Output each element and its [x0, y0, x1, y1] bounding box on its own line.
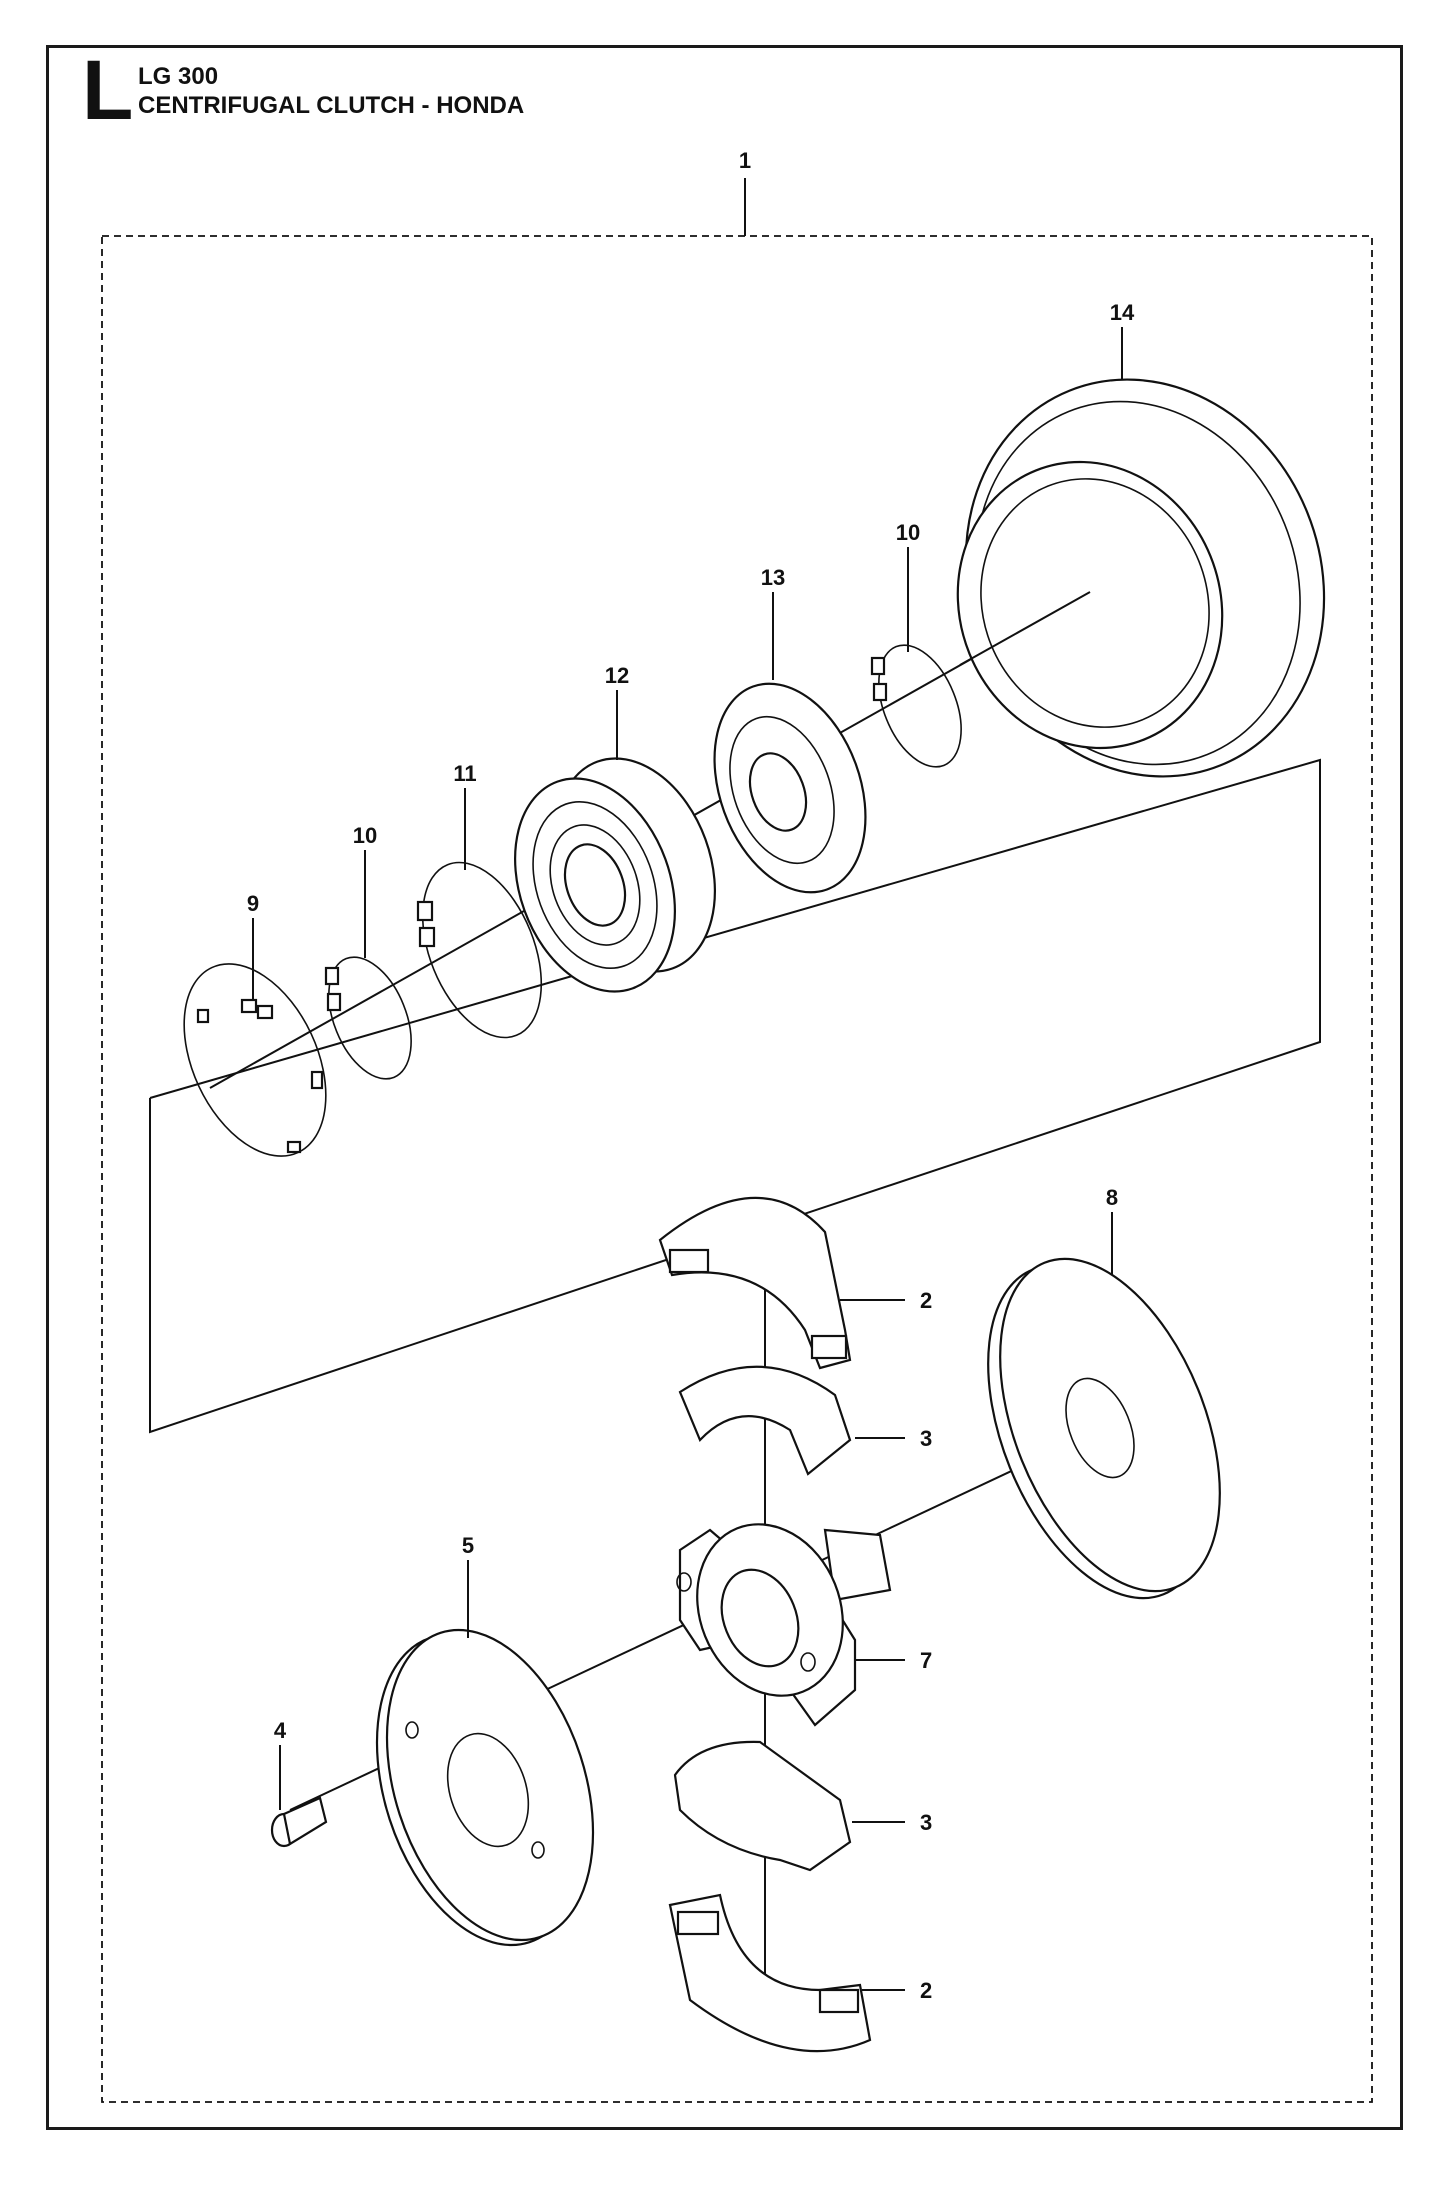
callout-14: 14: [1110, 300, 1135, 325]
flat-washer: [987, 1257, 1221, 1600]
group-bracket: [149, 758, 1321, 1434]
model-name: LG 300: [138, 63, 219, 90]
shoe-block-top: [678, 1365, 852, 1476]
clutch-hub: [676, 1523, 892, 1727]
section-letter: L: [82, 43, 134, 137]
callout-11: 11: [453, 761, 476, 786]
callout-12: 12: [605, 663, 629, 688]
clutch-shoe-top: [658, 1196, 852, 1370]
callout-7: 7: [920, 1648, 932, 1673]
callout-3-top: 3: [920, 1426, 932, 1451]
callout-5: 5: [462, 1533, 474, 1558]
assembly-boundary: [101, 235, 1373, 2103]
lock-washer: [183, 963, 327, 1157]
callout-10-right: 10: [896, 520, 920, 545]
diagram-title: CENTRIFUGAL CLUTCH - HONDA: [138, 92, 525, 119]
shoe-block-bottom: [673, 1740, 852, 1872]
callout-2-top: 2: [920, 1288, 932, 1313]
clutch-drum: [956, 378, 1326, 778]
screw: [270, 1796, 328, 1848]
callout-1: 1: [739, 148, 751, 173]
page-frame: [46, 45, 1403, 2130]
circlip-left: [324, 956, 412, 1080]
callout-2-bottom: 2: [920, 1978, 932, 2003]
clutch-plate: [375, 1628, 595, 1947]
circlip-right: [870, 644, 962, 768]
circlip-large: [416, 861, 543, 1039]
spacer-disc: [713, 682, 867, 894]
callout-4: 4: [274, 1718, 287, 1743]
callout-13: 13: [761, 565, 785, 590]
callout-9: 9: [247, 891, 259, 916]
callout-10-left: 10: [353, 823, 377, 848]
ball-bearing: [514, 757, 716, 993]
callout-3-bottom: 3: [920, 1810, 932, 1835]
clutch-shoe-bottom: [668, 1893, 872, 2053]
callout-8: 8: [1106, 1185, 1118, 1210]
